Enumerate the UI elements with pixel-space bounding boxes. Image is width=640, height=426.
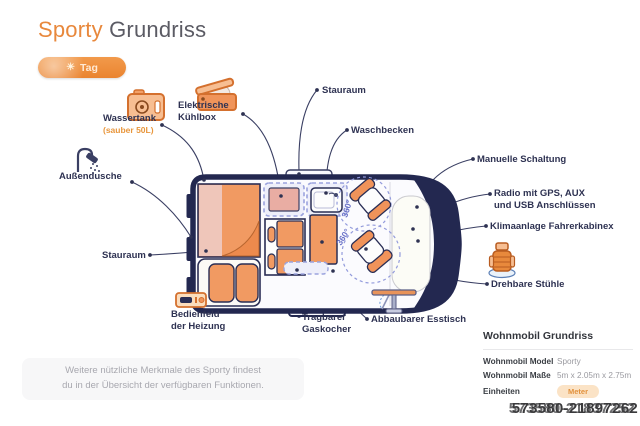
label-manuelle-schaltung: Manuelle Schaltung	[477, 154, 567, 165]
kitchen-counter	[263, 182, 305, 217]
info-panel-title: Wohnmobil Grundriss	[483, 330, 594, 342]
watermark-id: 573580-21837252 573580-21897262	[508, 400, 638, 417]
shower-icon	[76, 147, 100, 174]
cab-front	[414, 179, 458, 309]
info-row-einheiten: Einheiten Meter	[483, 385, 633, 398]
windshield	[391, 195, 431, 293]
target-dots	[189, 172, 420, 273]
info-row-masse: Wohnmobil Maße 5m x 2.05m x 2.75m	[483, 371, 632, 380]
label-esstisch: Abbaubarer Esstisch	[371, 314, 467, 325]
day-mode-label: Tag	[80, 61, 98, 74]
unit-badge: Meter	[557, 385, 600, 398]
page-title: Sporty Grundriss	[38, 17, 206, 43]
bed	[197, 183, 261, 258]
swivel-seat	[349, 177, 392, 221]
swivel-chair-icon	[488, 242, 516, 279]
label-stauraum-top: Stauraum	[322, 85, 366, 96]
gas-stove	[309, 214, 338, 265]
sun-icon: ☀	[66, 62, 76, 73]
label-wassertank: Wassertank (sauber 50L)	[103, 113, 156, 135]
label-klimaanlage: Klimaanlage Fahrerkabinex	[490, 221, 614, 232]
label-kuehlbox: Elektrische Kühlbox	[178, 100, 229, 123]
label-wassertank-sub: (sauber 50L)	[103, 124, 154, 135]
footer-note: Weitere nützliche Merkmale des Sporty fi…	[22, 358, 304, 400]
page-title-rest: Grundriss	[102, 17, 207, 42]
label-bedienfeld: Bedienfeld der Heizung	[171, 309, 226, 332]
label-drehbare-stuehle: Drehbare Stühle	[491, 279, 565, 290]
cooler-box-icon	[195, 77, 237, 111]
bench-storage	[197, 258, 261, 307]
label-waschbecken: Waschbecken	[351, 125, 415, 136]
heater-panel-icon	[175, 292, 207, 308]
day-mode-toggle[interactable]: ☀ Tag	[38, 57, 126, 78]
label-aussendusche: Außendusche	[59, 171, 122, 182]
heater-strip	[283, 261, 329, 275]
label-radio: Radio mit GPS, AUX und USB Anschlüssen	[494, 188, 596, 211]
label-stauraum-left: Stauraum	[102, 250, 146, 261]
swivel-seat	[350, 230, 393, 274]
divider	[483, 349, 633, 350]
info-panel: Wohnmobil Grundriss Wohnmobil Model Spor…	[483, 330, 633, 403]
info-row-model: Wohnmobil Model Sporty	[483, 357, 581, 366]
page-title-model: Sporty	[38, 17, 103, 42]
water-tank-icon	[127, 89, 165, 121]
folding-table-icon	[371, 289, 417, 314]
label-gaskocher: Tragbarer Gaskocher	[302, 312, 352, 335]
